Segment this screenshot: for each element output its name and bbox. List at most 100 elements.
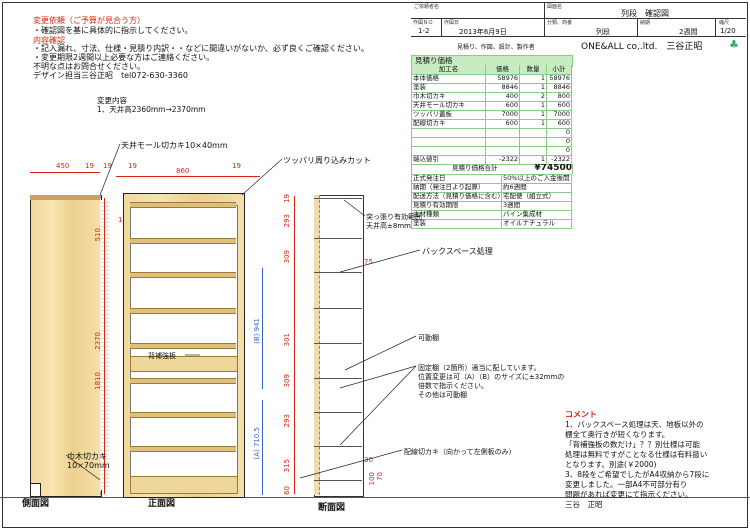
- quote-cell-subtotal: 0: [547, 137, 572, 146]
- change-content-line: 1、天井高2360mm→2370mm: [97, 105, 206, 114]
- customer-label: ご依頼者名: [414, 4, 440, 10]
- side-view-title: 側面図: [22, 499, 50, 509]
- page: 1/20: [720, 27, 736, 35]
- drawing-no: 1-2: [418, 27, 430, 35]
- quote-cell-qty: 1: [520, 83, 547, 92]
- callout-wiring: 配線切カキ（向かって左側板のみ）: [404, 448, 516, 456]
- quote-title: 見積り価格: [415, 56, 453, 65]
- comment-title: コメント: [565, 410, 597, 419]
- quote-cell-subtotal: 800: [547, 92, 572, 101]
- quote-cell-price: [486, 146, 520, 155]
- quote-cell-qty: [520, 128, 547, 137]
- callout-fixed-shelf-3: 倍数で指示ください。: [418, 382, 488, 390]
- quote-term-row: 納期（発注日より起算）約6週間: [411, 183, 572, 193]
- quote-term-value: 3週間: [502, 201, 572, 210]
- category: 列段: [596, 28, 610, 36]
- quote-cell-name: ツッパリ蓋板: [412, 110, 486, 119]
- quote-term-row: 塗装オイルナチュラル: [411, 219, 572, 229]
- callout-reinforce: 背補強板: [148, 352, 176, 360]
- quote-term-label: 見積り有効期限: [412, 201, 502, 210]
- quote-term-label: 配送方法（見積り価格に含む）: [413, 192, 502, 201]
- quote-term-row: 配送方法（見積り価格に含む）宅配便（組立式）: [411, 192, 572, 202]
- callout-back-space: バックスペース処理: [422, 247, 493, 256]
- quote-cell-price: [486, 128, 520, 137]
- delivery-label: 納期: [640, 20, 651, 26]
- quote-term-label: 塗装: [412, 219, 502, 228]
- quote-cell-qty: 2: [520, 92, 547, 101]
- quote-cell-price: 58976: [486, 74, 520, 83]
- quote-header-row: 加工名価格数量小計: [411, 65, 572, 75]
- quote-cell-price: 600: [486, 119, 520, 128]
- quote-cell-name: 端込値引: [412, 155, 486, 164]
- change-content-title: 変更内容: [97, 96, 127, 105]
- quote-cell-price: -2322: [486, 155, 520, 164]
- callout-tension-cut: ツッパリ周り込みカット: [283, 156, 371, 165]
- comment-line: 「背補強板の数だけ」？？別仕様は可能: [565, 440, 700, 449]
- quote-row: 0: [411, 137, 572, 147]
- comment-line: 棚全て奥行きが短くなります。: [565, 430, 670, 439]
- quote-term-value: オイルナチュラル: [502, 219, 572, 228]
- quote-term-row: 主材種類パイン集成材: [411, 210, 572, 220]
- quote-cell-name: [412, 128, 486, 137]
- section-view-title: 断面図: [318, 503, 346, 513]
- quote-col-header: 数量: [520, 65, 547, 74]
- quote-cell-price: 8846: [486, 83, 520, 92]
- callout-ceiling-height: 天井高±8mm: [366, 222, 411, 230]
- delivery: 2週間: [679, 28, 698, 36]
- quote-cell-price: [486, 137, 520, 146]
- quote-term-label: 主材種類: [412, 210, 502, 219]
- quote-cell-price: 600: [486, 101, 520, 110]
- quote-cell-name: [412, 137, 486, 146]
- quote-cell-price: 7000: [486, 110, 520, 119]
- quote-cell-name: 配線切カキ: [412, 119, 486, 128]
- dim-side-19: 19: [103, 162, 112, 170]
- quote-term-label: 納期（発注日より起算）: [412, 183, 502, 192]
- quote-cell-subtotal: 0: [547, 146, 572, 155]
- quote-col-header: 価格: [486, 65, 520, 74]
- quote-cell-subtotal: 0: [547, 128, 572, 137]
- comment-line: 変更しました。一部A4不可部分有り: [565, 480, 688, 489]
- front-view: 19 19 860 19 19 822 19 510 2370 1810 正面図: [80, 150, 270, 520]
- comment-line: 三谷 正昭: [565, 500, 603, 509]
- callout-fixed-shelf-1: 固定棚（2箇所）適当に配しています。: [418, 364, 541, 372]
- quote-col-header: 小計: [547, 65, 572, 74]
- confirm-line-3: 不明な点はお問合せください。: [33, 62, 145, 71]
- quote-cell-subtotal: 600: [547, 119, 572, 128]
- callout-fixed-shelf-4: その他は可動棚: [418, 391, 467, 399]
- quote-term-value: パイン集成材: [502, 210, 572, 219]
- quote-cell-qty: 1: [520, 110, 547, 119]
- dim-sec-75: 75: [364, 258, 373, 266]
- quote-cell-qty: 1: [520, 155, 547, 164]
- quote-total-value: ¥74500: [512, 164, 573, 174]
- dim-front-19b: 19: [232, 162, 241, 170]
- category-label: 分類、商番: [547, 20, 573, 26]
- quote-total-row: 見積り価格合計 ¥74500: [411, 164, 573, 175]
- quote-cell-subtotal: 7000: [547, 110, 572, 119]
- quote-cell-qty: [520, 137, 547, 146]
- callout-tension-range: 突っ張り有効範囲: [366, 213, 422, 221]
- comment-line: 1、バックスペース処理は天、地板以外の: [565, 420, 704, 429]
- company-logo-icon: ♣: [729, 38, 739, 51]
- quote-row: 0: [411, 146, 572, 156]
- contact-line: デザイン担当三谷正昭 tel072-630-3360: [33, 71, 188, 80]
- date-label: 作図日: [444, 20, 460, 26]
- quote-term-value: 50%以上のご入金後開: [502, 174, 572, 183]
- quote-cell-qty: 1: [520, 101, 547, 110]
- dim-front-width: 860: [176, 167, 190, 175]
- quote-cell-price: 400: [486, 92, 520, 101]
- quote-term-value: 約6週間: [502, 183, 572, 192]
- page-label: 縮尺: [719, 20, 730, 26]
- confirm-title: 内容確認: [33, 36, 65, 45]
- comment-block: コメント 1、バックスペース処理は天、地板以外の棚全て奥行きが短くなります。「背…: [565, 410, 745, 510]
- quote-total-label: 見積り価格合計: [452, 164, 498, 172]
